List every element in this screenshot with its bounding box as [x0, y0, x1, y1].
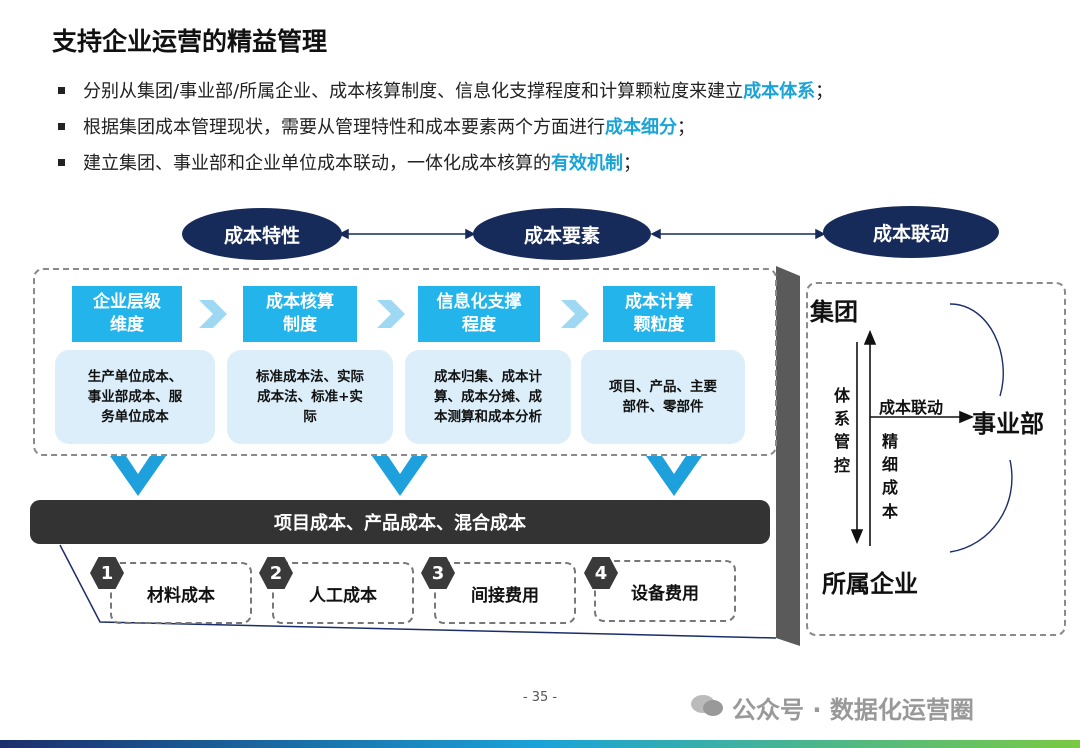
cost-item-4: 设备费用 — [594, 560, 736, 622]
cost-item-3: 间接费用 — [434, 562, 576, 624]
oval-cost-elements: 成本要素 — [473, 208, 651, 260]
bullet-highlight: 成本体系 — [743, 81, 816, 102]
chevron-down-icon — [646, 456, 702, 496]
double-arrow-connectors — [340, 228, 826, 240]
division-label: 事业部 — [972, 410, 1044, 438]
cost-type-bar: 项目成本、产品成本、混合成本 — [30, 500, 770, 544]
bullet-highlight: 成本细分 — [605, 117, 677, 138]
linkage-panel — [806, 282, 1066, 636]
bullet-2: 根据集团成本管理现状，需要从管理特性和成本要素两个方面进行成本细分； — [58, 113, 695, 139]
step-header-3: 信息化支撑 程度 — [418, 286, 540, 342]
chevron-right-icon — [561, 300, 589, 328]
bullet-marker — [58, 86, 65, 94]
chevron-right-icon — [377, 300, 405, 328]
step-desc-1: 生产单位成本、 事业部成本、服 务单位成本 — [55, 350, 215, 444]
vertical-label-fine-cost: 精 细 成 本 — [881, 432, 898, 521]
step-desc-2: 标准成本法、实际 成本法、标准+实 际 — [227, 350, 393, 444]
page-title: 支持企业运营的精益管理 — [52, 27, 328, 56]
step-desc-3: 成本归集、成本计 算、成本分摊、成 本测算和成本分析 — [405, 350, 571, 444]
steps-container — [33, 268, 777, 456]
bullet-marker — [58, 158, 65, 166]
chevron-down-icon — [110, 456, 166, 496]
step-header-4: 成本计算 颗粒度 — [603, 286, 715, 342]
oval-cost-linkage: 成本联动 — [823, 206, 999, 258]
number-badge-1: 1 — [90, 557, 124, 589]
linkage-arrows — [850, 303, 1013, 553]
cost-item-1: 材料成本 — [110, 562, 252, 624]
bullet-marker — [58, 122, 65, 130]
cost-item-2: 人工成本 — [272, 562, 414, 624]
vertical-label-control: 体 系 管 控 — [833, 386, 850, 475]
page-number: - 35 - — [522, 690, 558, 705]
number-badge-4: 4 — [584, 557, 618, 589]
chevron-right-icon — [199, 300, 227, 328]
group-label: 集团 — [810, 298, 858, 326]
link-label: 成本联动 — [879, 398, 944, 417]
oval-cost-characteristics: 成本特性 — [182, 208, 342, 260]
bullet-highlight: 有效机制 — [551, 153, 623, 174]
wechat-icon — [690, 693, 724, 717]
step-header-2: 成本核算 制度 — [243, 286, 357, 342]
left-panel-frame — [59, 266, 800, 646]
subsidiary-label: 所属企业 — [822, 570, 918, 598]
bullet-3: 建立集团、事业部和企业单位成本联动，一体化成本核算的有效机制； — [58, 149, 641, 175]
bottom-stripe — [0, 740, 1080, 748]
step-desc-4: 项目、产品、主要 部件、零部件 — [581, 350, 745, 444]
chevron-down-icon — [372, 456, 428, 496]
step-header-1: 企业层级 维度 — [72, 286, 182, 342]
bullet-1: 分别从集团/事业部/所属企业、成本核算制度、信息化支撑程度和计算颗粒度来建立成本… — [58, 77, 833, 103]
watermark: 公众号 · 数据化运营圈 — [732, 696, 974, 724]
